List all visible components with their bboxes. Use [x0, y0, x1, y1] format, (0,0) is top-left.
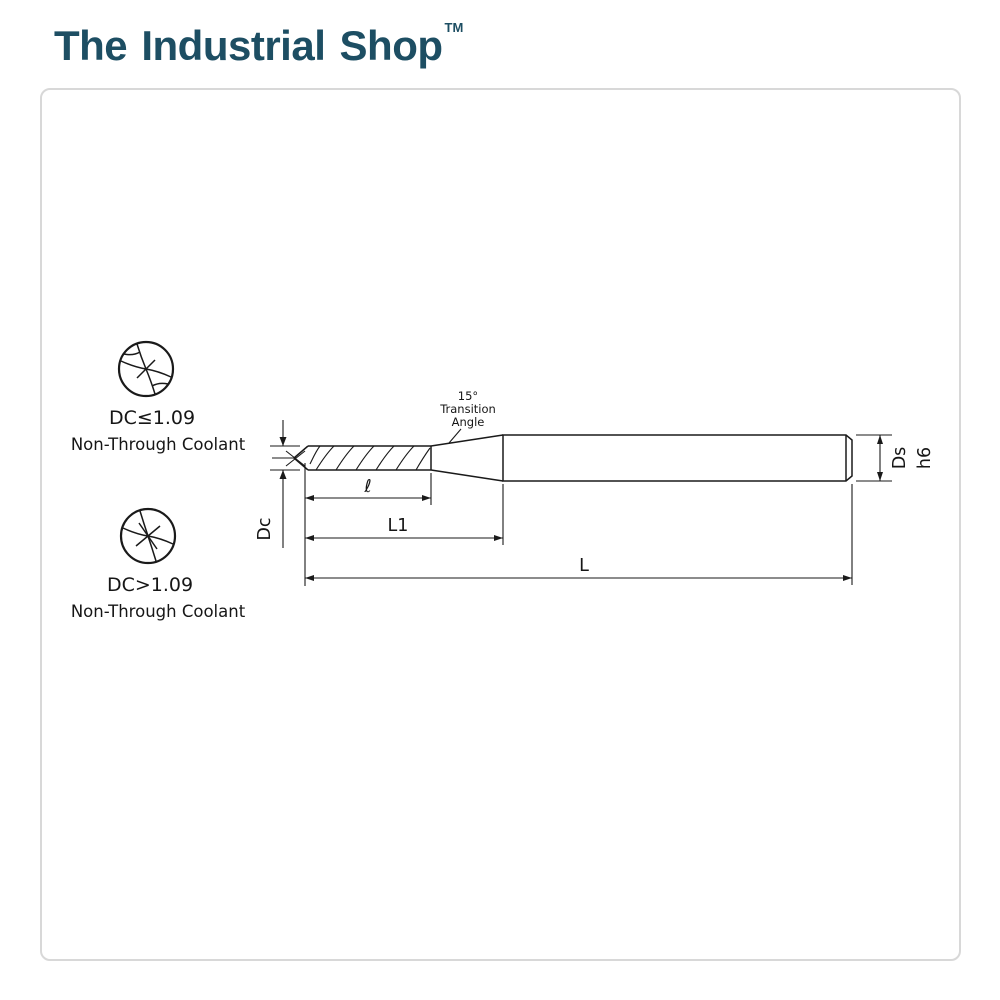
h6-tolerance-label: h6	[915, 447, 935, 469]
dimension-flute-length: ℓ	[305, 463, 431, 586]
brand-name-text: The Industrial Shop	[54, 22, 443, 69]
transition-angle-value: 15°	[458, 389, 478, 403]
coolant-label-top: Non-Through Coolant	[71, 435, 246, 454]
dimension-ds-h6: Ds h6	[856, 435, 935, 481]
diagram-border-frame	[40, 88, 961, 961]
drill-point-view-icon-top	[119, 342, 173, 396]
drill-point-view-icon-bottom	[121, 509, 175, 563]
trademark-mark: TM	[444, 20, 464, 35]
dc-range-label-top: DC≤1.09	[109, 407, 195, 429]
transition-angle-word2: Angle	[452, 415, 485, 429]
dimension-dc: Dc	[255, 420, 300, 548]
dimension-l1: L1	[305, 484, 503, 545]
dc-range-label-bottom: DC>1.09	[107, 574, 193, 596]
flute-length-label: ℓ	[363, 477, 371, 497]
l1-dimension-label: L1	[388, 516, 409, 536]
dimension-l: L	[305, 484, 852, 585]
transition-angle-word1: Transition	[439, 402, 496, 416]
coolant-label-bottom: Non-Through Coolant	[71, 602, 246, 621]
transition-leader-line	[449, 429, 461, 443]
dc-dimension-label: Dc	[255, 517, 275, 540]
drill-side-view	[272, 435, 852, 481]
ds-dimension-label: Ds	[890, 447, 910, 470]
transition-angle-annotation: 15° Transition Angle	[439, 389, 496, 443]
l-dimension-label: L	[579, 556, 589, 576]
